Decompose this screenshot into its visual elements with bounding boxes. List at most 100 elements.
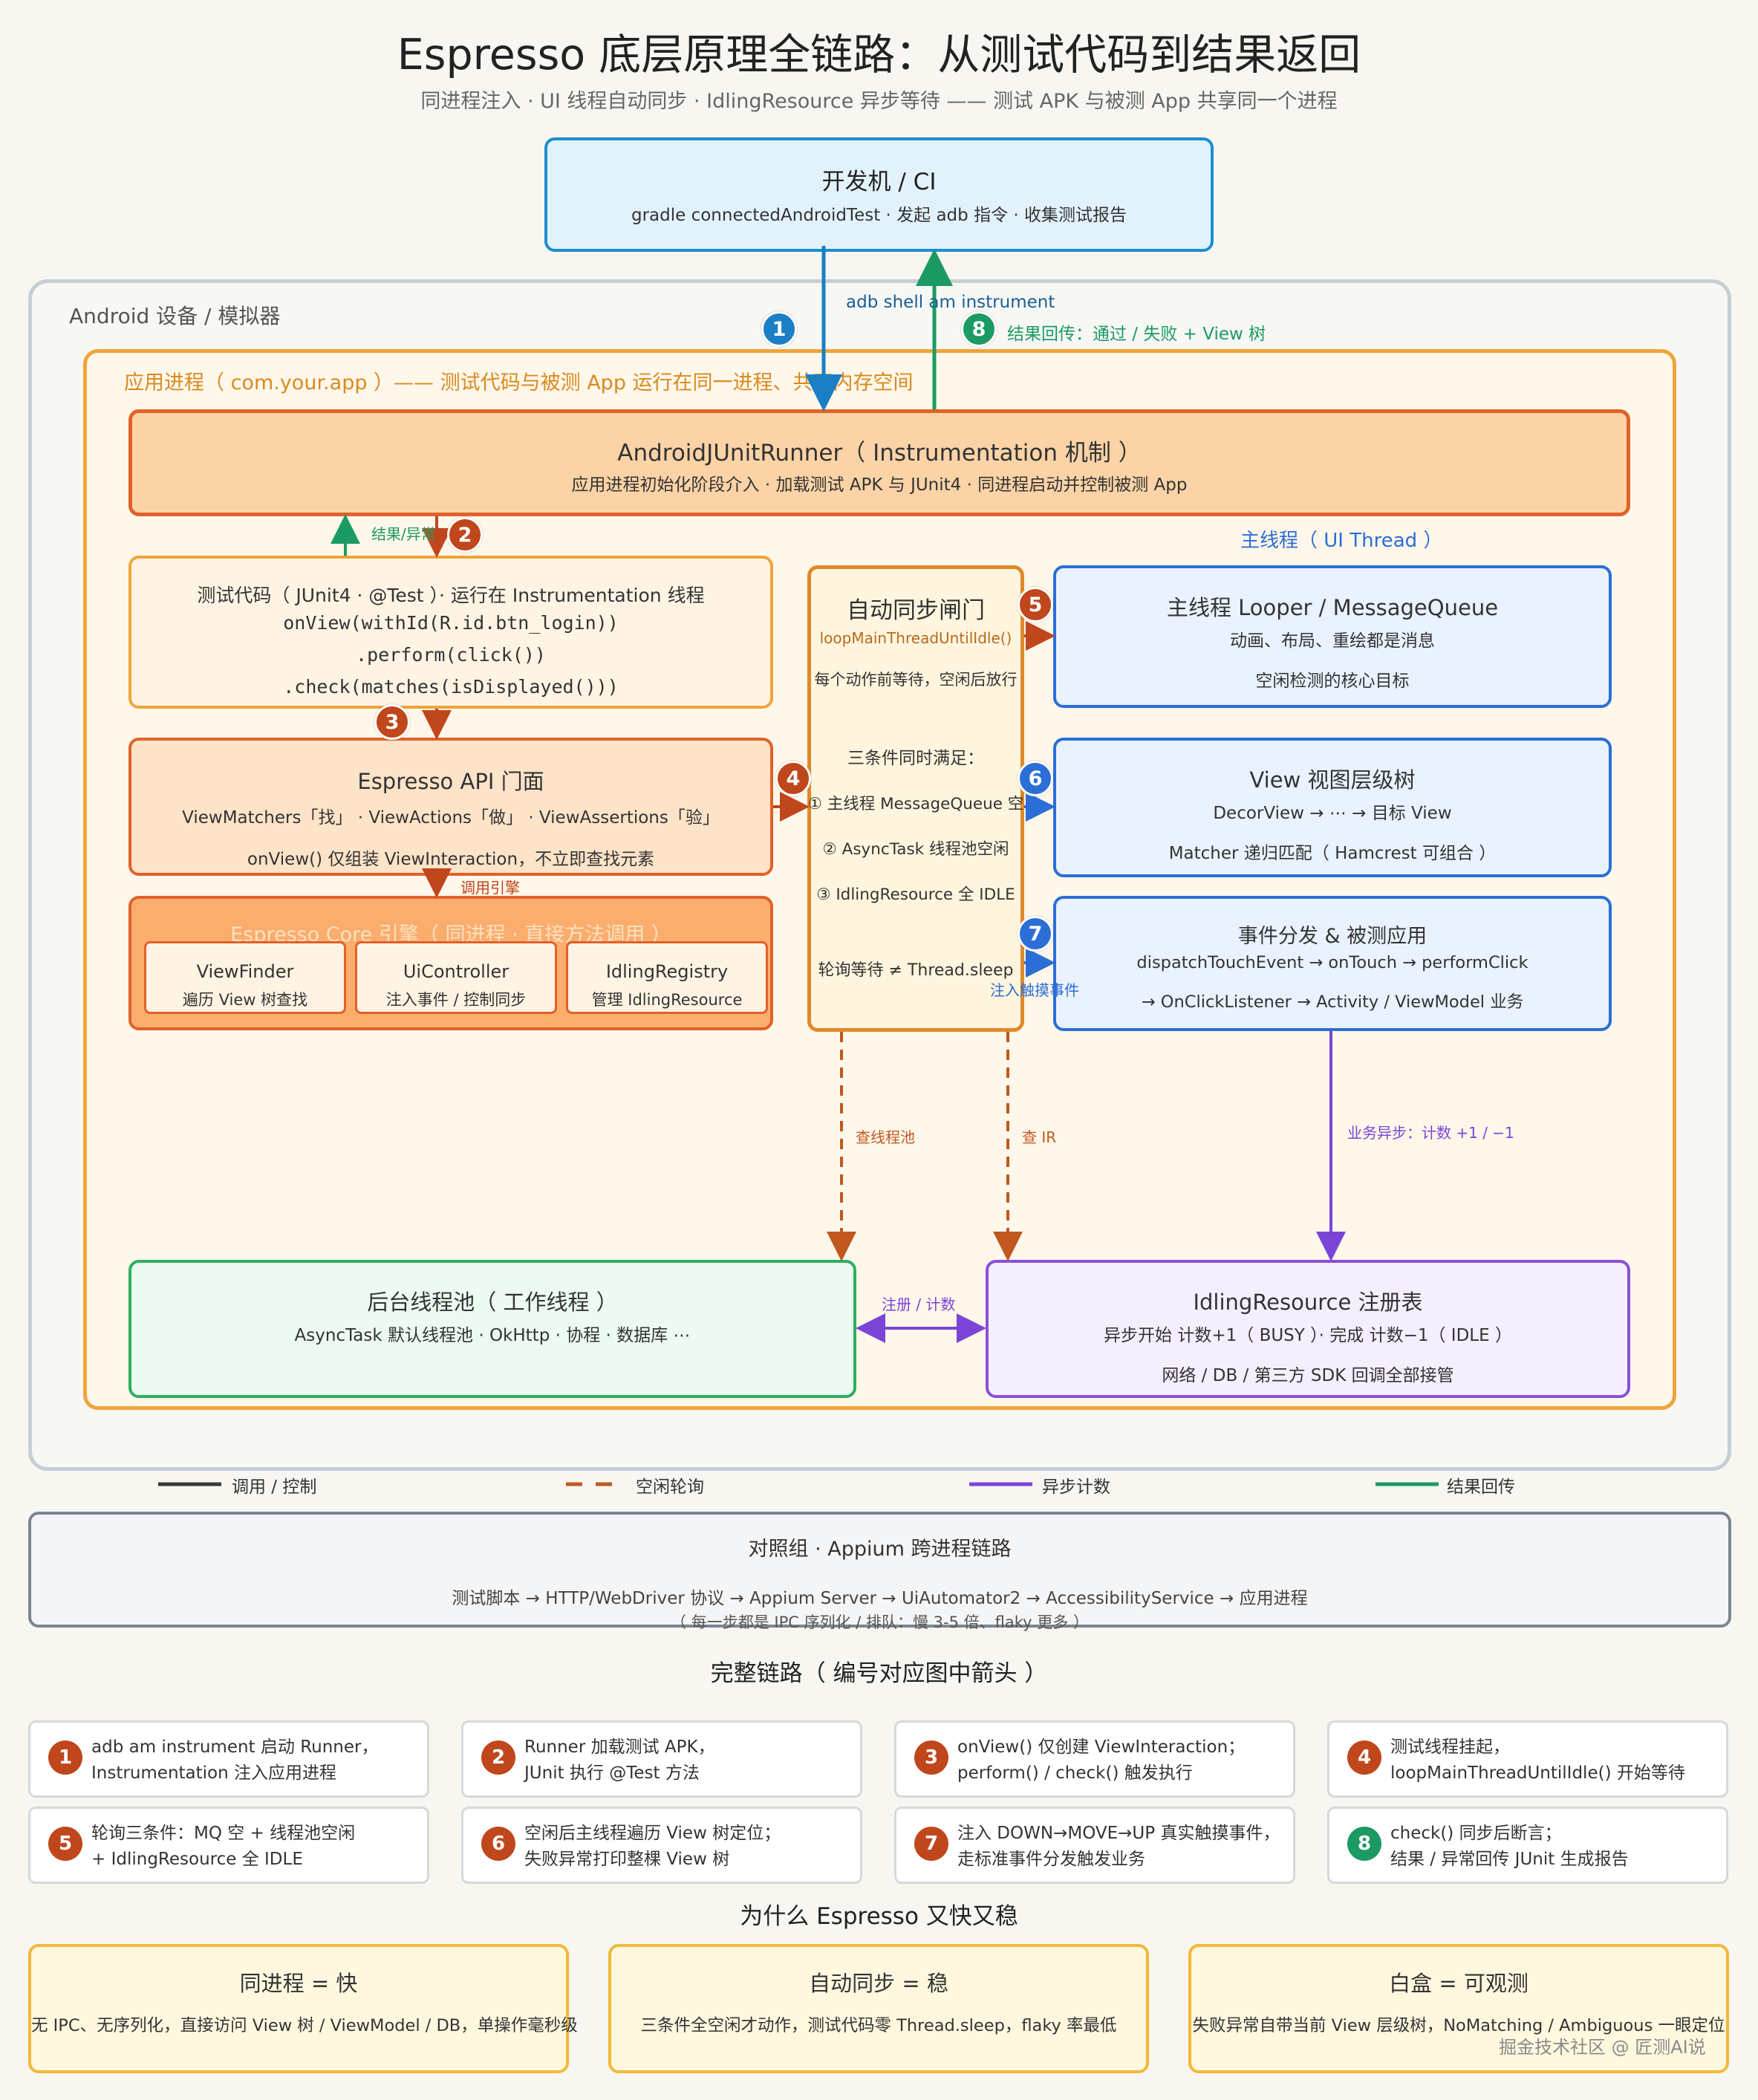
step-card-2: 2 Runner 加载测试 APK， JUnit 执行 @Test 方法 — [461, 1720, 862, 1798]
label-instrument: adb shell am instrument — [846, 293, 1055, 312]
why-title: 为什么 Espresso 又快又稳 — [740, 1903, 1018, 1930]
why-heading: 白盒 = 可观测 — [1389, 1971, 1529, 1996]
appium-box: 对照组 · Appium 跨进程链路 测试脚本 → HTTP/WebDriver… — [28, 1512, 1731, 1631]
step-line: 空闲后主线程遍历 View 树定位； — [524, 1824, 781, 1843]
step-line: 测试线程挂起， — [1390, 1737, 1510, 1757]
main-thread-label: 主线程（ UI Thread ） — [1240, 530, 1443, 552]
appium-d2: （ 每一步都是 IPC 序列化 / 排队：慢 3-5 倍、flaky 更多 ） — [671, 1613, 1089, 1631]
test-code-box: 测试代码（ JUnit4 · @Test ）· 运行在 Instrumentat… — [128, 556, 773, 709]
why-card-whitebox: 白盒 = 可观测失败异常自带当前 View 层级树，NoMatching / A… — [1188, 1944, 1729, 2073]
step-line: JUnit 执行 @Test 方法 — [524, 1763, 700, 1783]
why-desc: 无 IPC、无序列化，直接访问 View 树 / ViewModel / DB，… — [31, 2016, 578, 2035]
api-box: Espresso API 门面 ViewMatchers「找」 · ViewAc… — [128, 738, 773, 876]
step-line: onView() 仅创建 ViewInteraction； — [957, 1737, 1246, 1757]
looper-box: 主线程 Looper / MessageQueue 动画、布局、重绘都是消息 空… — [1053, 565, 1612, 708]
badge-3: 3 — [374, 704, 410, 740]
viewtree-d2: Matcher 递归匹配（ Hamcrest 可组合 ） — [1168, 844, 1497, 863]
core-item-desc: 遍历 View 树查找 — [182, 991, 308, 1009]
gate-cond-2: ② AsyncTask 线程池空闲 — [822, 840, 1009, 859]
runner-title: AndroidJUnitRunner（ Instrumentation 机制 ） — [617, 440, 1142, 467]
gate-cond-3: ③ IdlingResource 全 IDLE — [816, 885, 1015, 904]
step-number: 1 — [48, 1740, 82, 1775]
gate-cond-1: ① 主线程 MessageQueue 空 — [807, 795, 1024, 813]
page-subtitle: 同进程注入 · UI 线程自动同步 · IdlingResource 异步等待 … — [420, 90, 1338, 113]
step-number: 2 — [481, 1740, 515, 1775]
gate-desc: 每个动作前等待，空闲后放行 — [814, 671, 1018, 689]
label-biz-async: 业务异步：计数 +1 / −1 — [1347, 1124, 1514, 1142]
step-line: Runner 加载测试 APK， — [524, 1737, 715, 1757]
chain-title: 完整链路（ 编号对应图中箭头 ） — [710, 1660, 1048, 1687]
label-register-count: 注册 / 计数 — [882, 1296, 956, 1313]
viewtree-box: View 视图层级树 DecorView → ⋯ → 目标 View Match… — [1053, 738, 1612, 877]
dispatch-d2: → OnClickListener → Activity / ViewModel… — [1141, 992, 1524, 1012]
watermark: 掘金技术社区 @ 匠测AI说 — [1499, 2037, 1706, 2058]
core-item-name: UiController — [403, 961, 510, 982]
label-call-engine: 调用引擎 — [460, 879, 520, 897]
why-card-stable: 自动同步 = 稳三条件全空闲才动作，测试代码零 Thread.sleep，fla… — [608, 1944, 1149, 2073]
step-number: 7 — [914, 1827, 948, 1861]
legend-result: 结果回传 — [1447, 1478, 1515, 1497]
viewtree-d1: DecorView → ⋯ → 目标 View — [1213, 804, 1452, 823]
core-item-desc: 注入事件 / 控制同步 — [385, 991, 527, 1009]
runner-box: AndroidJUnitRunner（ Instrumentation 机制 ）… — [128, 409, 1630, 516]
step-line: 走标准事件分发触发业务 — [957, 1850, 1145, 1869]
core-item-uicontroller: UiController 注入事件 / 控制同步 — [355, 941, 557, 1014]
gate-fn: loopMainThreadUntilIdle() — [819, 629, 1012, 647]
core-item-viewfinder: ViewFinder 遍历 View 树查找 — [144, 941, 346, 1014]
looper-title: 主线程 Looper / MessageQueue — [1166, 595, 1499, 620]
test-code-line-1: onView(withId(R.id.btn_login)) — [283, 612, 619, 634]
gate-cond-title: 三条件同时满足： — [847, 749, 984, 768]
step-line: 结果 / 异常回传 JUnit 生成报告 — [1390, 1850, 1629, 1869]
step-line: + IdlingResource 全 IDLE — [91, 1850, 303, 1869]
label-check-pool: 查线程池 — [856, 1128, 915, 1146]
step-line: adb am instrument 启动 Runner， — [91, 1737, 379, 1757]
label-check-ir: 查 IR — [1022, 1128, 1057, 1146]
why-desc: 失败异常自带当前 View 层级树，NoMatching / Ambiguous… — [1192, 2016, 1725, 2035]
step-line: 轮询三条件：MQ 空 + 线程池空闲 — [91, 1824, 356, 1843]
looper-d2: 空闲检测的核心目标 — [1255, 672, 1410, 691]
legend-call: 调用 / 控制 — [232, 1478, 317, 1497]
label-result-exc: 结果/异常 — [371, 525, 436, 543]
dispatch-title: 事件分发 & 被测应用 — [1237, 925, 1427, 948]
core-item-idlingregistry: IdlingRegistry 管理 IdlingResource — [566, 941, 768, 1014]
dispatch-d1: dispatchTouchEvent → onTouch → performCl… — [1136, 953, 1529, 972]
badge-4: 4 — [775, 761, 811, 796]
step-line: check() 同步后断言； — [1390, 1824, 1562, 1843]
badge-6: 6 — [1018, 761, 1053, 796]
badge-7: 7 — [1018, 916, 1053, 952]
badge-1: 1 — [761, 311, 797, 347]
dev-desc: gradle connectedAndroidTest · 发起 adb 指令 … — [631, 206, 1127, 225]
api-title: Espresso API 门面 — [357, 769, 544, 794]
sync-gate-box: 自动同步闸门 loopMainThreadUntilIdle() 每个动作前等待… — [807, 565, 1024, 1032]
label-inject-touch: 注入触摸事件 — [990, 981, 1079, 999]
page-title: Espresso 底层原理全链路：从测试代码到结果返回 — [397, 30, 1361, 79]
step-line: perform() / check() 触发执行 — [957, 1763, 1193, 1783]
app-process-label: 应用进程（ com.your.app ）—— 测试代码与被测 App 运行在同一… — [124, 371, 914, 394]
appium-d1: 测试脚本 → HTTP/WebDriver 协议 → Appium Server… — [452, 1589, 1308, 1608]
legend-async: 异步计数 — [1042, 1478, 1110, 1497]
appium-title: 对照组 · Appium 跨进程链路 — [748, 1538, 1012, 1561]
registry-d1: 异步开始 计数+1（ BUSY ）· 完成 计数−1（ IDLE ） — [1104, 1326, 1512, 1345]
dev-title: 开发机 / CI — [821, 169, 937, 195]
step-number: 8 — [1347, 1827, 1381, 1861]
runner-desc: 应用进程初始化阶段介入 · 加载测试 APK 与 JUnit4 · 同进程启动并… — [571, 475, 1188, 495]
test-code-title: 测试代码（ JUnit4 · @Test ）· 运行在 Instrumentat… — [197, 585, 705, 606]
api-desc-2: onView() 仅组装 ViewInteraction，不立即查找元素 — [247, 850, 655, 869]
core-item-desc: 管理 IdlingResource — [591, 991, 743, 1009]
pool-desc: AsyncTask 默认线程池 · OkHttp · 协程 · 数据库 ⋯ — [294, 1326, 691, 1345]
badge-5: 5 — [1018, 587, 1053, 622]
registry-d2: 网络 / DB / 第三方 SDK 回调全部接管 — [1162, 1366, 1454, 1385]
registry-title: IdlingResource 注册表 — [1193, 1290, 1423, 1315]
step-card-3: 3 onView() 仅创建 ViewInteraction； perform() … — [894, 1720, 1295, 1798]
dispatch-box: 事件分发 & 被测应用 dispatchTouchEvent → onTouch… — [1053, 896, 1612, 1031]
viewtree-title: View 视图层级树 — [1249, 767, 1416, 793]
why-desc: 三条件全空闲才动作，测试代码零 Thread.sleep，flaky 率最低 — [640, 2016, 1117, 2035]
pool-title: 后台线程池（ 工作线程 ） — [367, 1290, 618, 1315]
step-number: 3 — [914, 1740, 948, 1775]
core-item-name: ViewFinder — [196, 961, 294, 982]
step-number: 6 — [481, 1827, 515, 1861]
